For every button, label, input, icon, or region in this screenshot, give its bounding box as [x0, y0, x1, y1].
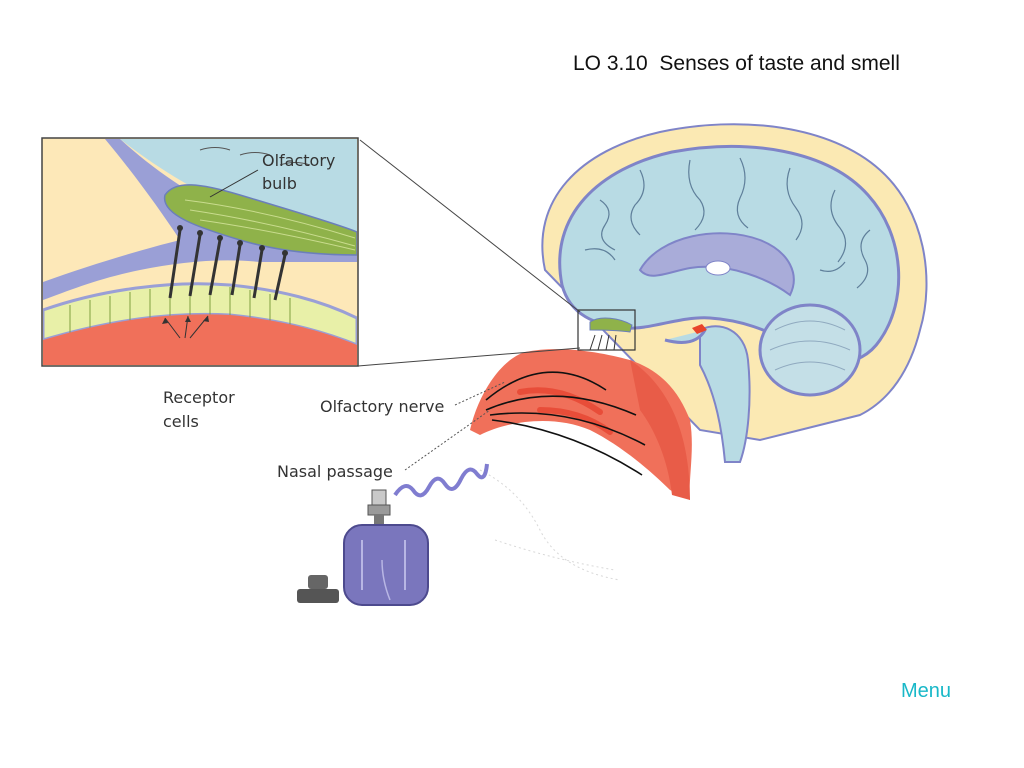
slide-title: LO 3.10 Senses of taste and smell — [573, 52, 900, 75]
brain-ventricle — [705, 260, 731, 276]
inset-magnified-view — [41, 137, 359, 367]
brainstem — [699, 325, 751, 463]
label-olfactory-bulb-2: bulb — [262, 174, 297, 193]
label-nasal-passage: Nasal passage — [277, 462, 393, 481]
label-olfactory-bulb-1: Olfactory — [262, 151, 335, 170]
menu-link[interactable]: Menu — [901, 680, 952, 702]
pharynx — [630, 360, 690, 500]
cerebellum — [758, 303, 862, 397]
brain-sulci — [584, 157, 871, 289]
perfume-bottle — [343, 489, 429, 606]
bottle-cap — [297, 575, 339, 603]
label-receptor-cells-1: Receptor — [163, 388, 235, 407]
label-receptor-cells-2: cells — [163, 412, 199, 431]
olfactory-bulb-small — [589, 317, 633, 333]
head-cross-section — [470, 123, 928, 600]
label-olfactory-nerve: Olfactory nerve — [320, 397, 444, 416]
airflow-arrows — [485, 371, 646, 476]
olfactory-bulb — [163, 184, 357, 256]
scent-wave — [393, 463, 489, 498]
olfactory-nerve-fibers — [168, 229, 287, 301]
